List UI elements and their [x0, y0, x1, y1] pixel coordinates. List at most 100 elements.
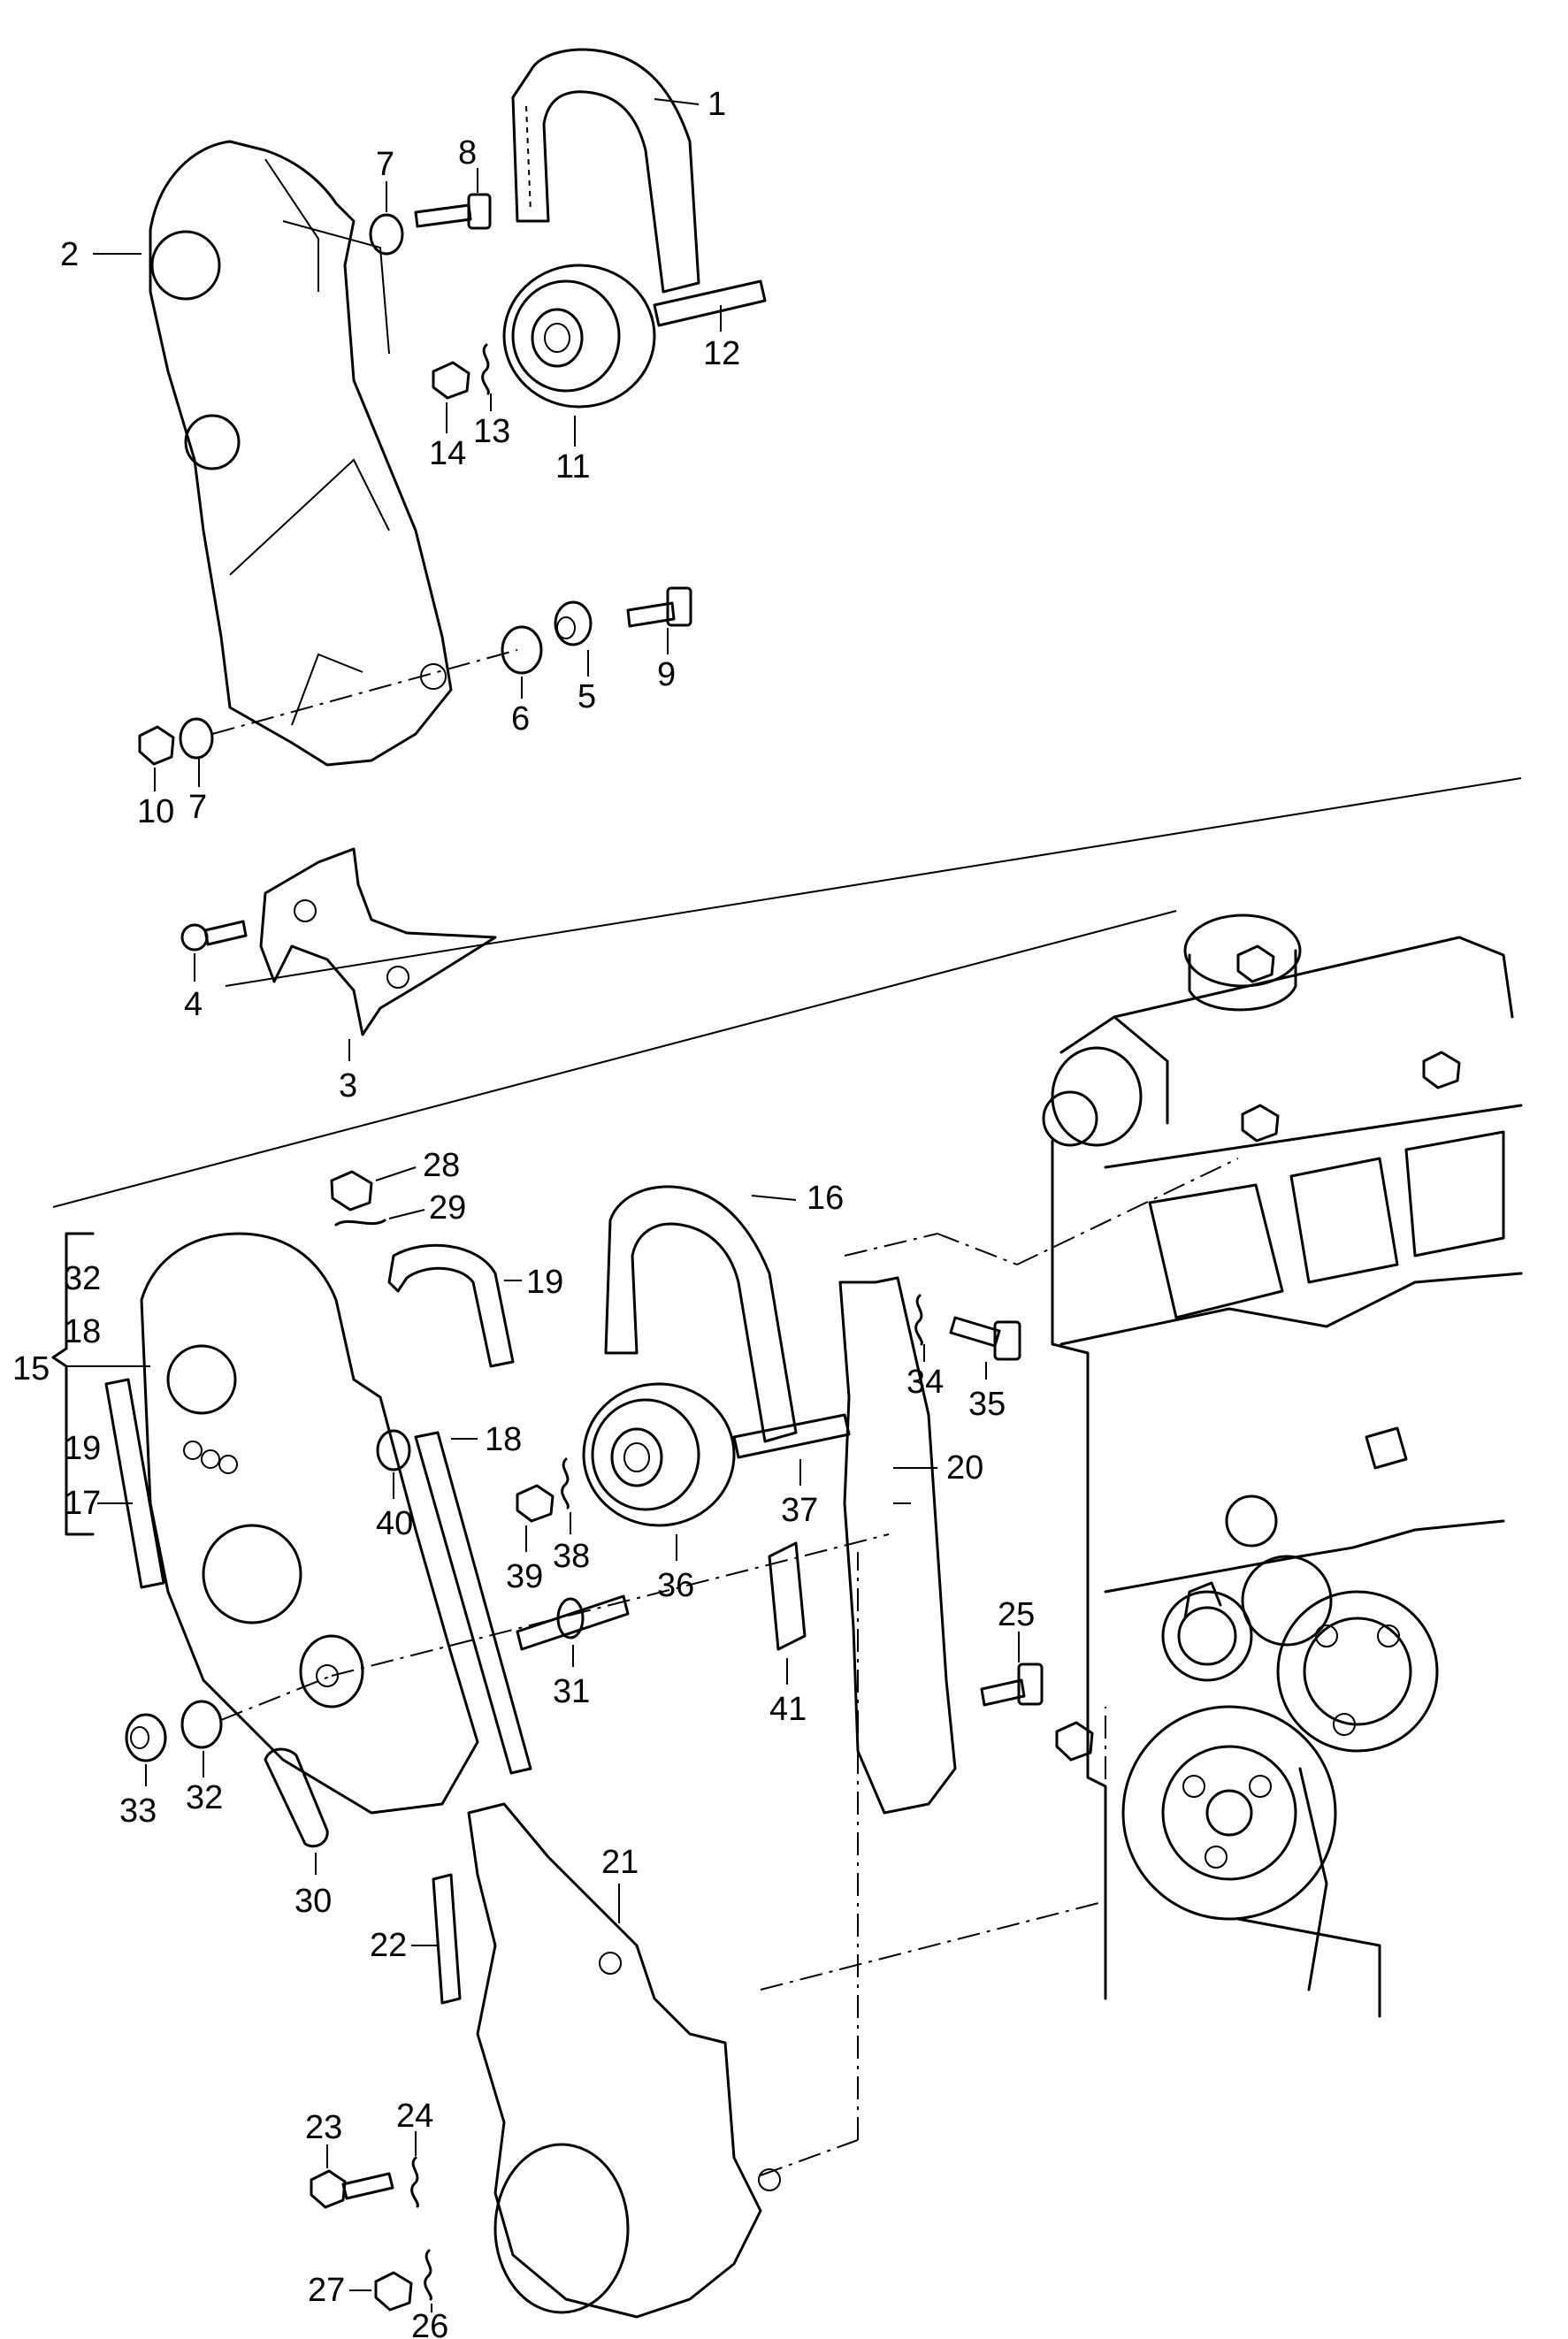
label-30: 30: [294, 1883, 332, 1920]
clip-29: [334, 1219, 386, 1227]
bolt-23: [310, 2169, 394, 2209]
label-27: 27: [308, 2272, 345, 2309]
label-40: 40: [376, 1505, 413, 1542]
nut-10: [138, 725, 175, 766]
label-33: 33: [119, 1792, 157, 1830]
label-26: 26: [411, 2308, 448, 2339]
bolt-25: [980, 1663, 1044, 1707]
stud-37: [732, 1413, 851, 1459]
lower-tensioner-pulley: [582, 1382, 736, 1527]
upper-tensioner-pulley: [502, 264, 656, 409]
plug-30: [264, 1747, 329, 1848]
nut-14: [432, 361, 470, 400]
label-35: 35: [968, 1386, 1006, 1423]
washer-7-upper: [369, 213, 404, 256]
centerline-engine-top: [844, 1233, 938, 1257]
label-7a: 7: [376, 146, 394, 183]
label-16: 16: [807, 1180, 844, 1217]
washer-7-lower: [179, 717, 214, 760]
label-19b: 19: [526, 1264, 563, 1301]
nut-28: [330, 1170, 373, 1212]
label-7b: 7: [188, 789, 207, 826]
label-39: 39: [506, 1558, 543, 1595]
lower-toothed-belt: [604, 1185, 798, 1443]
leader-16: [751, 1195, 797, 1201]
separator-line-upper: [225, 777, 1522, 987]
centerline-bottom-2: [760, 1900, 1106, 1991]
rear-cover-20: [838, 1276, 957, 1815]
label-1: 1: [708, 86, 726, 123]
centerline-engine-top-3: [1016, 1158, 1239, 1265]
label-34: 34: [906, 1364, 944, 1401]
spacer-5: [554, 600, 593, 646]
clip-34: [914, 1294, 923, 1346]
label-18a: 18: [64, 1313, 101, 1350]
centerline-engine-top-2: [937, 1233, 1018, 1265]
upper-toothed-belt: [511, 48, 700, 294]
label-41: 41: [769, 1691, 807, 1728]
clip-26: [424, 2249, 432, 2301]
centerline-upper: [211, 649, 518, 735]
label-3: 3: [339, 1067, 357, 1105]
label-6: 6: [511, 700, 530, 738]
washer-32: [180, 1700, 223, 1749]
group-bracket-15: [51, 1232, 95, 1536]
lower-cover-21: [467, 1802, 781, 2319]
label-25: 25: [998, 1596, 1035, 1633]
cover-bracket-3: [259, 847, 497, 1036]
upper-timing-belt-cover: [149, 140, 453, 767]
label-15: 15: [12, 1350, 50, 1387]
label-20: 20: [946, 1449, 983, 1487]
label-9: 9: [657, 656, 676, 693]
washer-6: [501, 625, 543, 675]
plate-41: [768, 1541, 807, 1651]
label-10: 10: [137, 793, 174, 830]
nut-39: [516, 1484, 555, 1523]
label-12: 12: [703, 335, 740, 372]
clip-38: [561, 1457, 570, 1510]
label-38: 38: [553, 1538, 590, 1575]
seal-strip-19: [387, 1243, 515, 1368]
bolt-35: [949, 1316, 1021, 1361]
leader-28: [375, 1166, 417, 1181]
seal-strip-17: [104, 1378, 165, 1589]
label-28: 28: [423, 1147, 460, 1184]
label-36: 36: [657, 1567, 694, 1604]
label-8: 8: [458, 134, 477, 172]
bolt-9: [626, 586, 692, 628]
leader-29: [388, 1209, 425, 1219]
label-17: 17: [64, 1485, 101, 1522]
label-2: 2: [60, 236, 79, 273]
label-18b: 18: [485, 1421, 522, 1458]
bolt-8: [414, 193, 492, 230]
label-14: 14: [429, 435, 466, 472]
centerline-bottom: [760, 2139, 859, 2176]
bolt-4: [180, 920, 248, 952]
nut-27: [374, 2271, 413, 2312]
label-37: 37: [781, 1492, 818, 1529]
label-4: 4: [184, 986, 203, 1023]
seal-strip-22: [432, 1873, 462, 2005]
label-21: 21: [601, 1844, 639, 1881]
upper-stud: [653, 279, 767, 327]
seal-strip-18: [414, 1431, 532, 1775]
label-24: 24: [396, 2098, 433, 2135]
label-31: 31: [553, 1673, 590, 1710]
label-5: 5: [577, 678, 596, 715]
label-11: 11: [555, 448, 590, 485]
centerline-lower-left: [220, 1675, 333, 1721]
clip-24: [410, 2156, 419, 2208]
clip-13: [481, 343, 490, 395]
engine-block: [1042, 913, 1523, 2018]
lower-timing-belt-cover: [140, 1232, 479, 1815]
centerline-lower-main: [331, 1533, 890, 1677]
label-32b: 32: [186, 1779, 223, 1816]
leader-1: [654, 98, 700, 105]
label-32a: 32: [64, 1260, 101, 1297]
label-29: 29: [429, 1189, 466, 1227]
separator-line-lower: [52, 910, 1177, 1208]
cap-33: [125, 1713, 167, 1762]
label-23: 23: [305, 2109, 342, 2146]
